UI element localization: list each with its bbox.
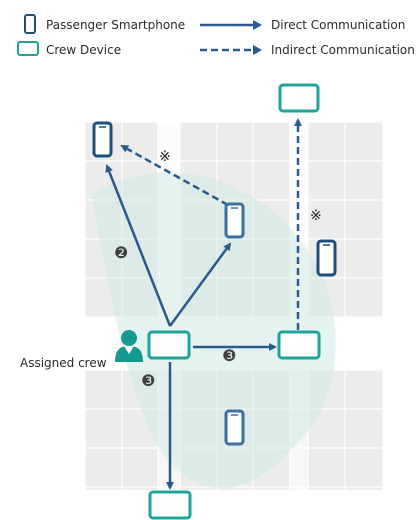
tablet-icon bbox=[277, 330, 321, 360]
tablet-icon bbox=[278, 83, 320, 113]
step-3-badge-right: ❸ bbox=[222, 346, 237, 365]
tablet-icon bbox=[148, 490, 192, 520]
smartphone-icon bbox=[224, 202, 245, 239]
arrow-direct-to-center-phone bbox=[168, 242, 232, 327]
tablet-icon bbox=[147, 330, 191, 360]
legend-indirect-communication-label: Indirect Communication bbox=[271, 43, 415, 57]
arrow-direct-to-top-left-phone bbox=[105, 164, 172, 327]
coverage-area bbox=[92, 172, 336, 489]
note-mark-right: ※ bbox=[310, 208, 322, 224]
arrows bbox=[105, 118, 302, 490]
note-mark-left: ※ bbox=[159, 149, 171, 165]
arrow-indirect-center-to-top-left bbox=[120, 144, 229, 207]
smartphone-icon bbox=[92, 121, 113, 158]
step-3-badge-down: ❸ bbox=[141, 371, 156, 390]
legend-indirect-line bbox=[200, 45, 262, 55]
legend-direct-communication-label: Direct Communication bbox=[271, 18, 406, 32]
legend-crew-device-icon bbox=[17, 41, 39, 56]
legend-smartphone-icon bbox=[24, 14, 36, 34]
step-2-badge: ❷ bbox=[114, 243, 129, 262]
legend-crew-device-label: Crew Device bbox=[46, 43, 122, 57]
crew-person-icon bbox=[115, 330, 143, 362]
legend-direct-line bbox=[200, 20, 262, 30]
assigned-crew-label: Assigned crew bbox=[20, 356, 107, 370]
legend-passenger-smartphone-label: Passenger Smartphone bbox=[46, 18, 186, 32]
smartphone-icon bbox=[316, 239, 337, 277]
smartphone-icon bbox=[224, 409, 245, 446]
